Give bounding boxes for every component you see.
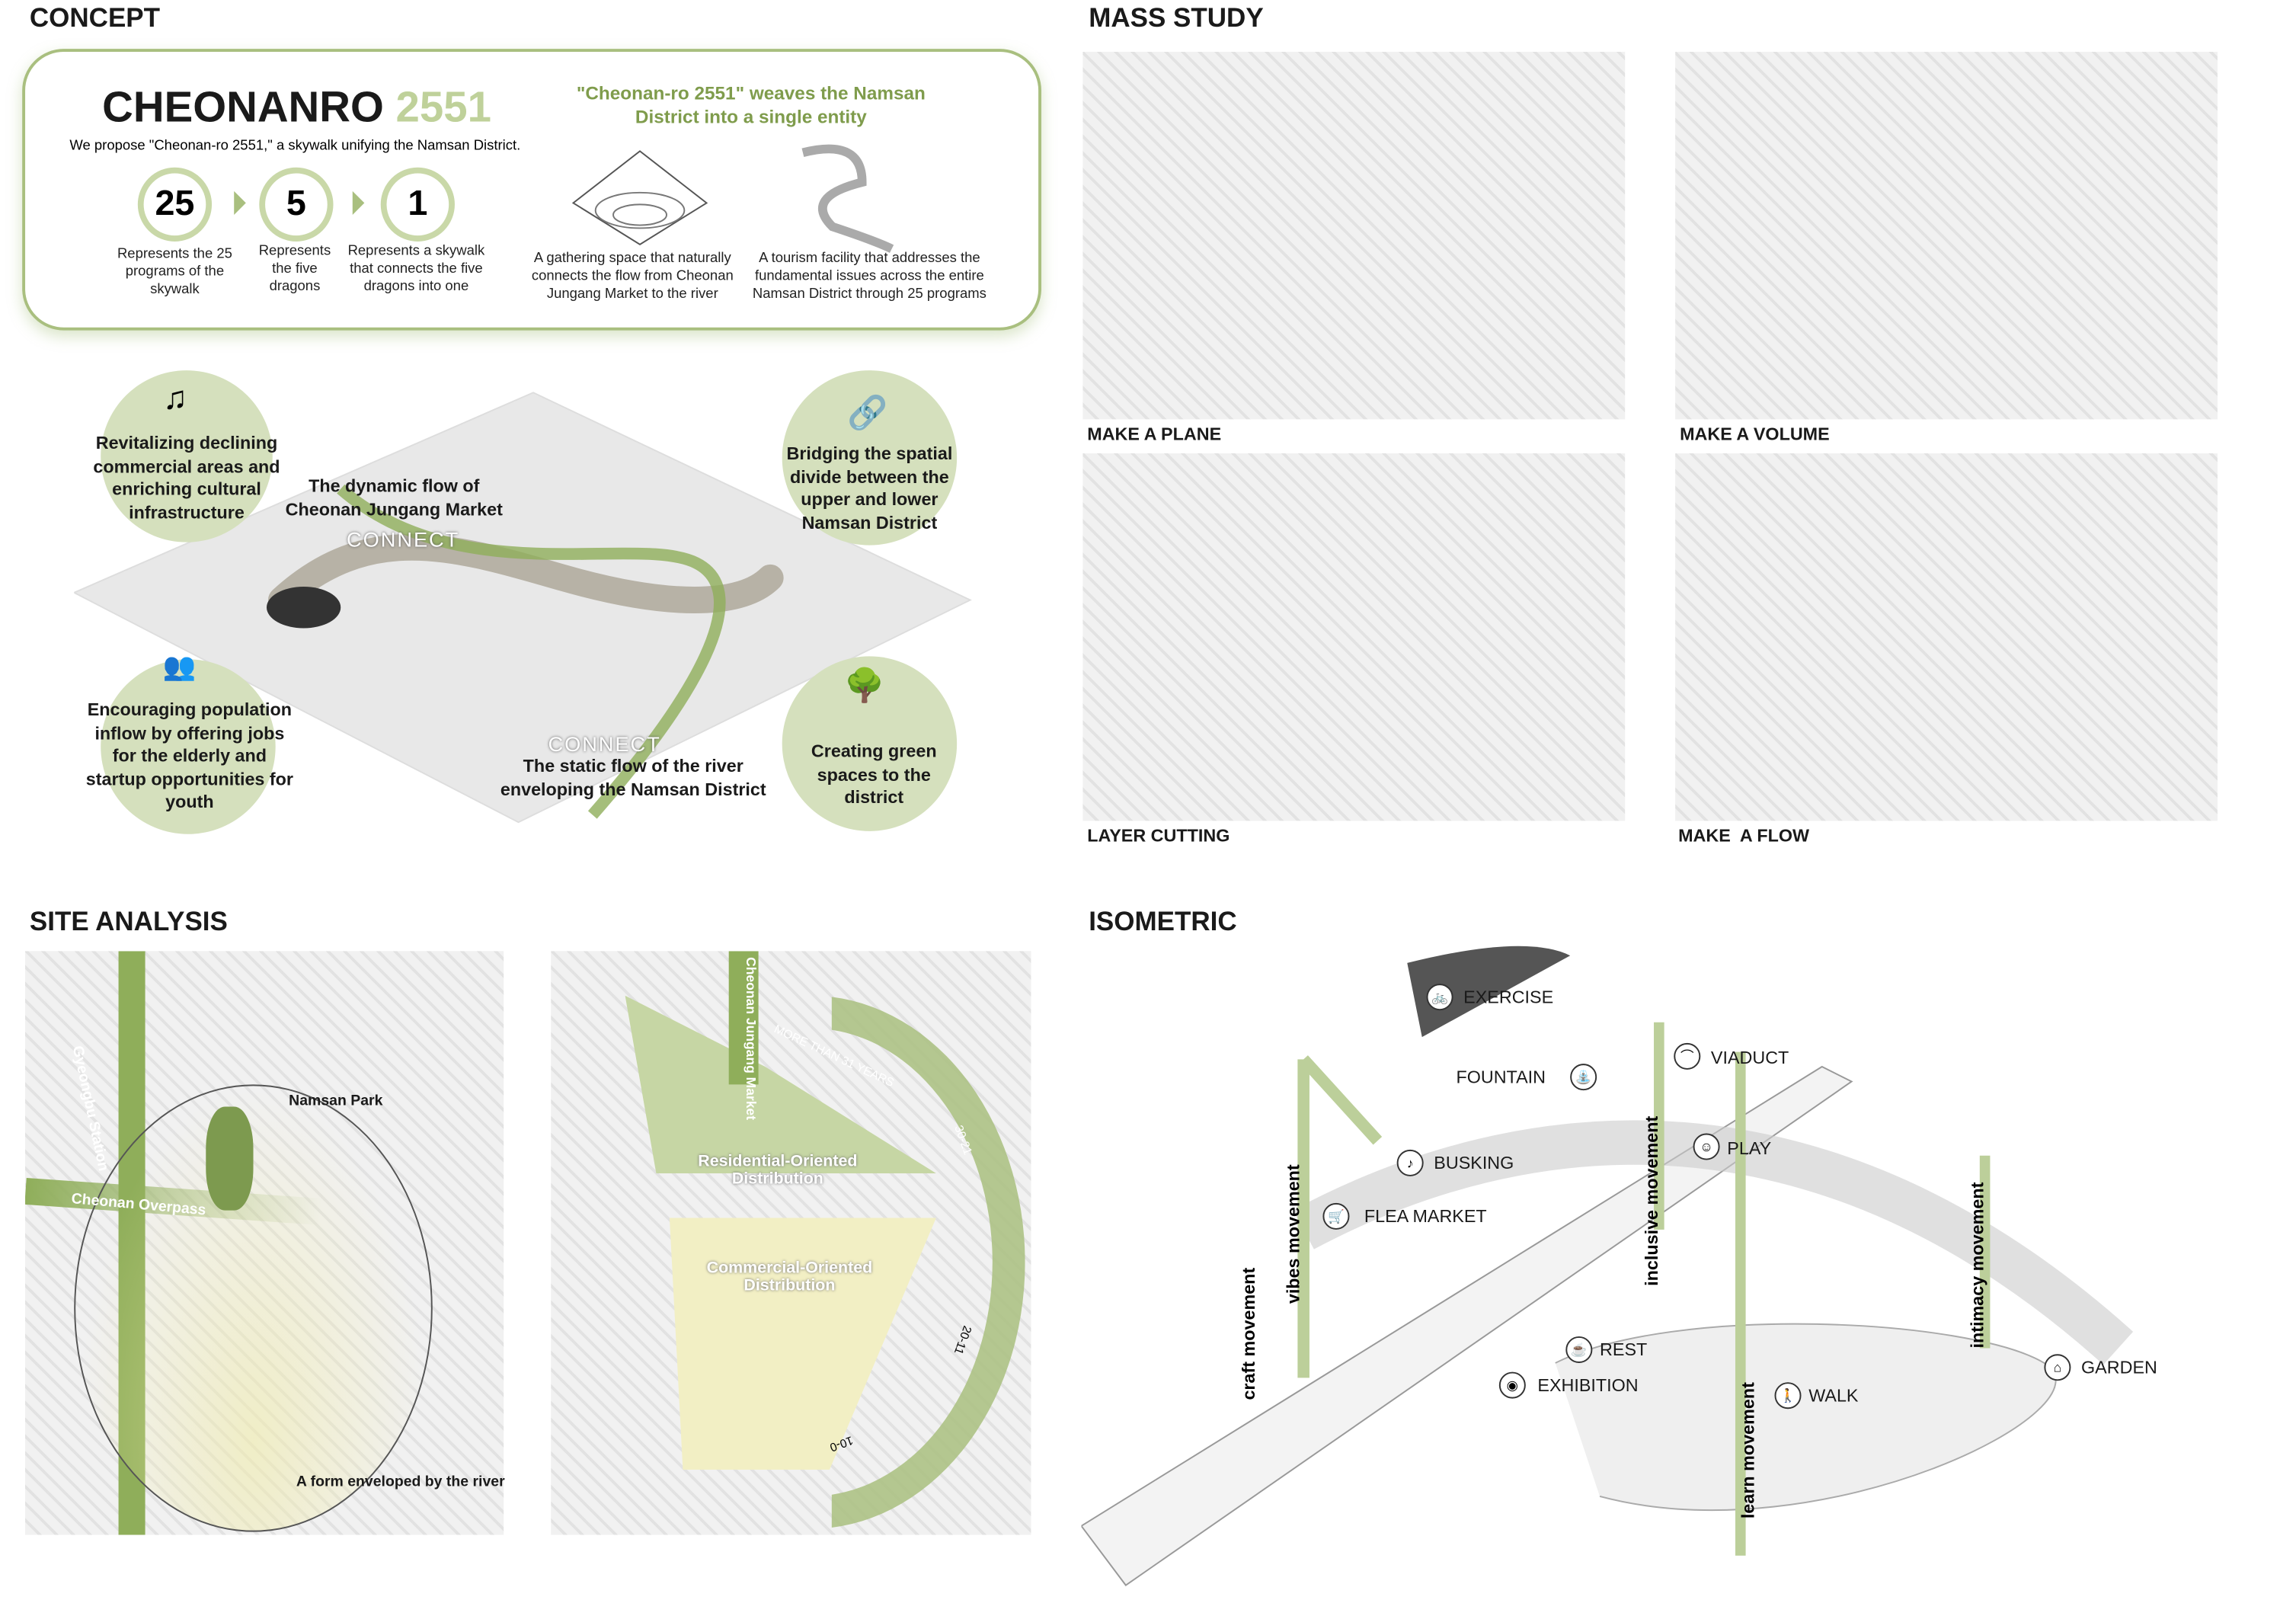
- program-label: FLEA MARKET: [1364, 1205, 1487, 1227]
- title-main: CHEONANRO: [102, 84, 384, 133]
- play-icon: ☺: [1693, 1133, 1720, 1160]
- number-desc: Represents a skywalk that connects the f…: [347, 242, 485, 295]
- bubble: [782, 370, 958, 546]
- arrow-icon: [234, 190, 246, 215]
- mass-caption: MAKE A PLANE: [1087, 424, 1222, 445]
- concept-heading: CONCEPT: [29, 2, 161, 33]
- subtitle: We propose "Cheonan-ro 2551," a skywalk …: [69, 137, 521, 155]
- bubble-text: Revitalizing declining commercial areas …: [93, 432, 280, 523]
- mass-caption: MAKE A VOLUME: [1680, 424, 1830, 445]
- program-label: PLAY: [1727, 1138, 1772, 1159]
- site-map-2: [551, 951, 1031, 1535]
- connect-label: CONNECT: [548, 731, 661, 756]
- mass-plane-image: [1082, 52, 1626, 420]
- map-label: Namsan Park: [289, 1093, 383, 1110]
- viaduct-icon: ⌒: [1674, 1042, 1701, 1070]
- make-flow-image: [1675, 453, 2218, 821]
- program-label: VIADUCT: [1710, 1047, 1789, 1068]
- mass-study-heading: MASS STUDY: [1089, 2, 1264, 33]
- bubble-text: Bridging the spatial divide between the …: [786, 443, 953, 533]
- bubble: [101, 370, 273, 542]
- tree-icon: 🌳: [844, 667, 885, 704]
- illustration-desc: A tourism facility that addresses the fu…: [752, 250, 987, 302]
- illustration-desc: A gathering space that naturally connect…: [531, 250, 734, 302]
- tourism-facility-sketch: [801, 144, 894, 253]
- program-label: EXERCISE: [1463, 987, 1554, 1008]
- bubble-text: Creating green spaces to the district: [811, 741, 937, 808]
- annotation: The dynamic flow of Cheonan Jungang Mark…: [285, 475, 503, 520]
- busking-icon: ♪: [1396, 1149, 1424, 1176]
- concept-site-diagram: [74, 392, 972, 824]
- program-label: GARDEN: [2081, 1357, 2157, 1378]
- number-5: 5: [259, 167, 334, 242]
- bubble-text: Encouraging population inflow by offerin…: [85, 699, 294, 812]
- music-icon: ♫: [162, 379, 187, 417]
- movement-label: vibes movement: [1282, 1164, 1304, 1304]
- walk-icon: 🚶: [1774, 1382, 1802, 1410]
- gathering-space-sketch: [571, 150, 708, 245]
- site-map-1: [25, 951, 504, 1535]
- program-label: BUSKING: [1434, 1152, 1514, 1174]
- link-icon: 🔗: [847, 394, 888, 431]
- annotation: The static flow of the river enveloping …: [500, 755, 766, 800]
- number-25: 25: [137, 167, 213, 242]
- project-title: CHEONANRO 2551: [102, 85, 491, 133]
- eye-icon: ◉: [1498, 1371, 1526, 1399]
- cart-icon: 🛒: [1322, 1202, 1350, 1230]
- bicycle-icon: 🚲: [1426, 984, 1453, 1011]
- number-1: 1: [380, 167, 455, 242]
- program-label: FOUNTAIN: [1456, 1067, 1546, 1088]
- number-desc: Represents the five dragons: [258, 242, 331, 295]
- number-desc: Represents the 25 programs of the skywal…: [117, 245, 232, 298]
- isometric-drawing: [1081, 946, 2134, 1586]
- people-icon: 👥: [162, 651, 197, 682]
- fountain-icon: ⛲: [1570, 1064, 1597, 1091]
- layer-cutting-image: [1082, 453, 1626, 821]
- mass-caption: LAYER CUTTING: [1087, 825, 1230, 846]
- movement-label: learn movement: [1737, 1382, 1759, 1519]
- arrow-icon: [352, 190, 365, 215]
- program-label: REST: [1600, 1339, 1648, 1361]
- mass-caption: MAKE A FLOW: [1678, 825, 1810, 846]
- site-analysis-heading: SITE ANALYSIS: [29, 907, 228, 936]
- rest-icon: ☕: [1565, 1336, 1593, 1363]
- movement-label: intimacy movement: [1967, 1182, 1988, 1349]
- concept-quote: "Cheonan-ro 2551" weaves the Namsan Dist…: [576, 82, 926, 128]
- map-label: A form enveloped by the river: [296, 1474, 505, 1491]
- zone-label: Commercial-Oriented Distribution: [706, 1259, 873, 1295]
- map-label: Cheonan Jungang Market: [743, 957, 759, 1121]
- movement-label: craft movement: [1238, 1267, 1259, 1400]
- title-accent: 2551: [395, 84, 491, 133]
- movement-label: inclusive movement: [1641, 1115, 1662, 1286]
- concept-card: CHEONANRO 2551 We propose "Cheonan-ro 25…: [22, 49, 1041, 331]
- market-band: [728, 951, 759, 1085]
- program-label: EXHIBITION: [1537, 1374, 1639, 1396]
- isometric-heading: ISOMETRIC: [1089, 907, 1237, 936]
- namsan-park-area: [206, 1106, 254, 1211]
- bubble: [101, 659, 276, 834]
- zone-label: Residential-Oriented Distribution: [698, 1152, 858, 1189]
- mass-volume-image: [1675, 52, 2218, 420]
- compass-circle: [74, 1084, 433, 1532]
- program-label: WALK: [1808, 1385, 1859, 1406]
- garden-icon: ⌂: [2044, 1354, 2071, 1381]
- connect-label: CONNECT: [347, 527, 460, 552]
- bubble: [782, 656, 958, 831]
